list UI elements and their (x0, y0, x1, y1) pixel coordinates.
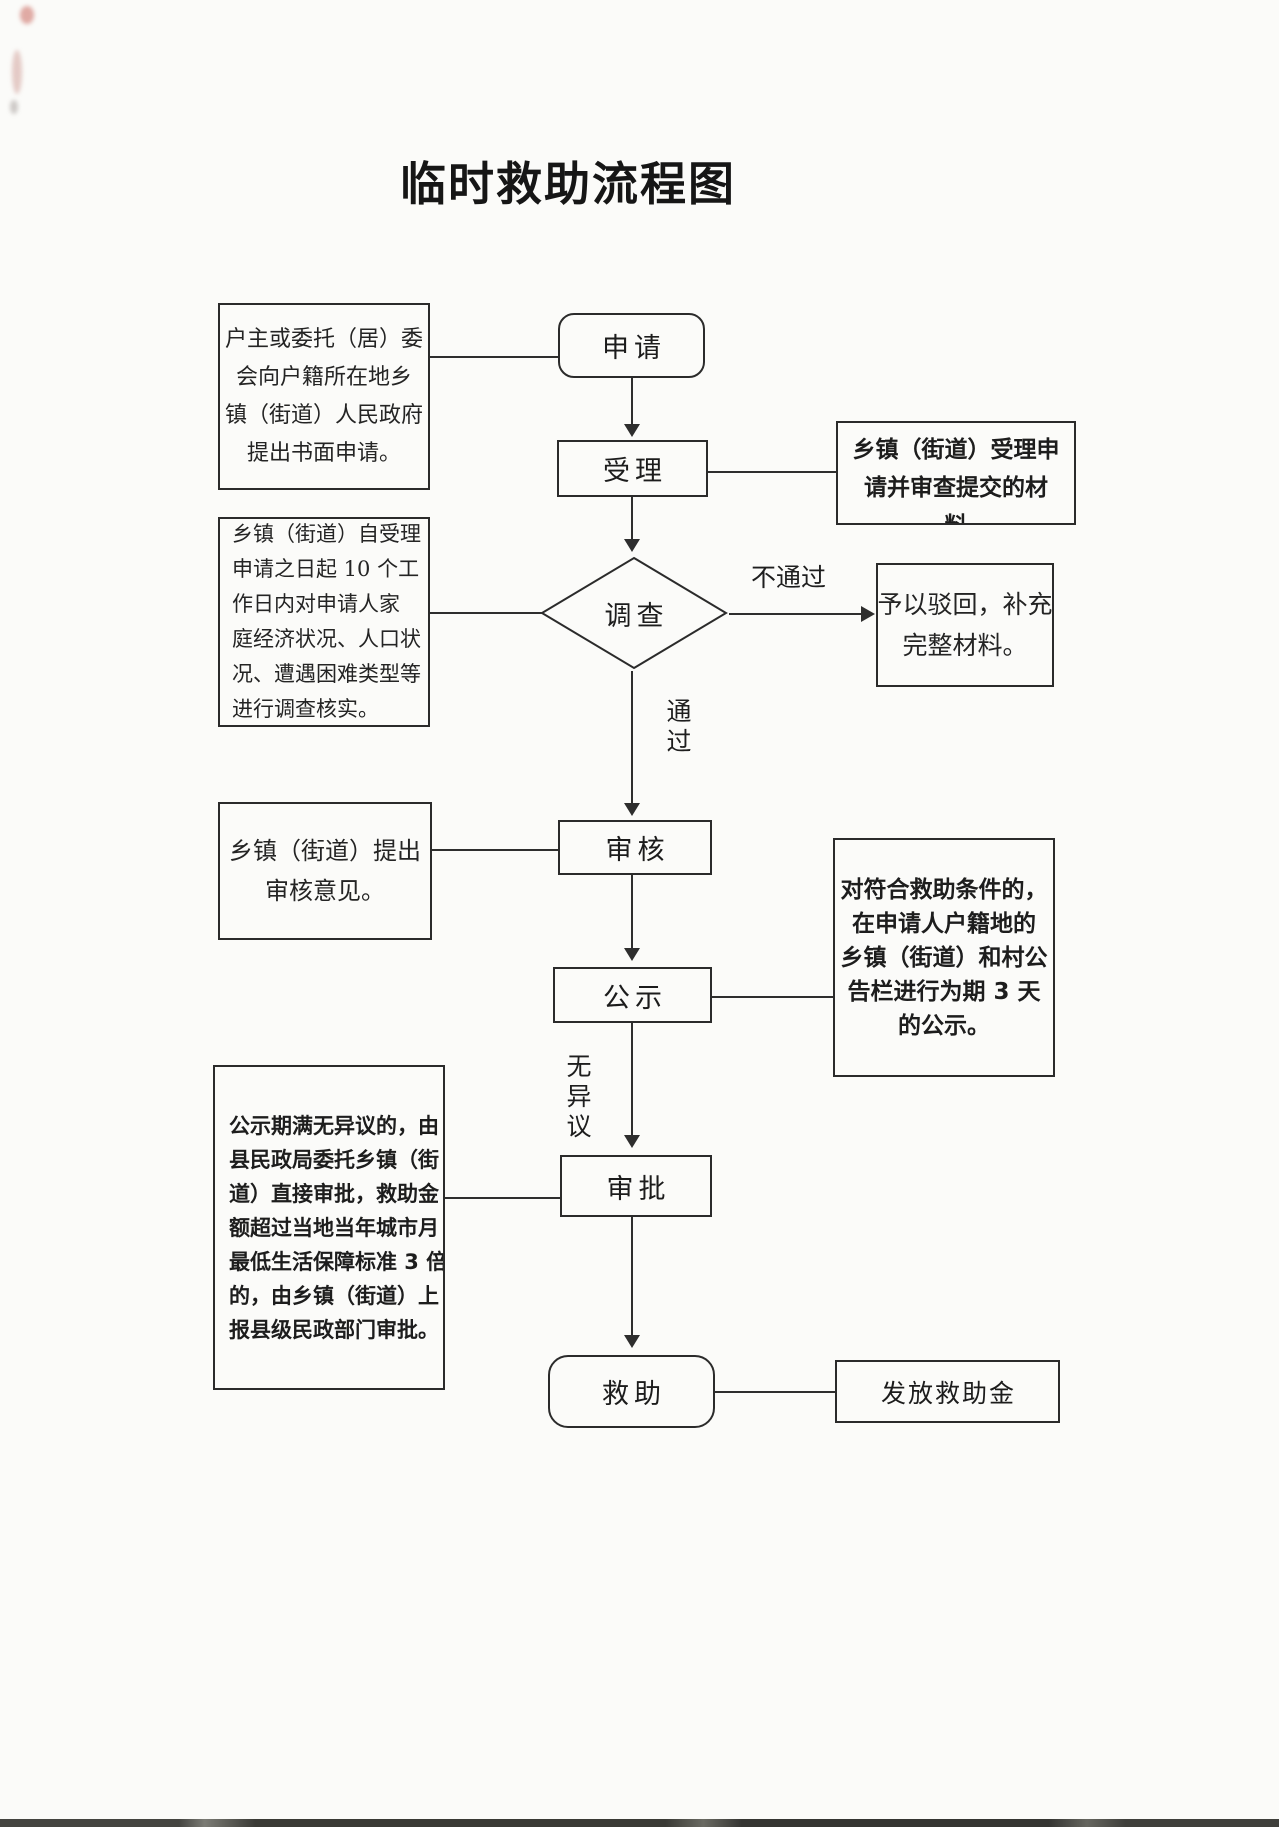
arrow-publicity-approve (631, 1023, 633, 1136)
node-label: 公示 (603, 982, 667, 1014)
node-accept: 受理 (557, 440, 708, 497)
connector-reviewnote-review (432, 849, 558, 851)
edge-label-pass: 通过 (666, 697, 692, 756)
note-line: 审核意见。 (265, 877, 385, 905)
note-line: 请并审查提交的材 (864, 475, 1048, 501)
node-label: 审批 (606, 1173, 671, 1205)
node-apply: 申请 (558, 313, 705, 378)
note-line: 况、遭遇困难类型等 (232, 662, 421, 686)
arrow-accept-investigate (631, 497, 633, 540)
note-line: 乡镇（街道）自受理 (232, 522, 421, 546)
scan-smudge (20, 6, 34, 24)
note-line: 额超过当地当年城市月 (229, 1215, 439, 1240)
connector-applynote-apply (430, 356, 558, 358)
node-label: 受理 (603, 456, 667, 487)
publicity-note-box: 对符合救助条件的， 在申请人户籍地的 乡镇（街道）和村公 告栏进行为期 3 天 … (833, 838, 1055, 1077)
note-line: 作日内对申请人家 (232, 592, 400, 616)
apply-note-box: 户主或委托（居）委 会向户籍所在地乡 镇（街道）人民政府 提出书面申请。 (218, 303, 430, 490)
node-label: 救助 (602, 1379, 666, 1410)
page-title: 临时救助流程图 (400, 157, 736, 211)
arrowhead-down (624, 1335, 640, 1348)
node-label: 调查 (604, 600, 669, 632)
investigate-note-box: 乡镇（街道）自受理 申请之日起 10 个工 作日内对申请人家 庭经济状况、人口状… (218, 517, 430, 727)
arrow-investigate-reject (729, 613, 863, 615)
note-line: 道）直接审批，救助金 (229, 1181, 439, 1206)
connector-accept-acceptnote (708, 471, 836, 473)
note-line: 乡镇（街道）和村公 (840, 944, 1048, 971)
note-line: 报县级民政部门审批。 (229, 1317, 439, 1342)
node-grant: 发放救助金 (835, 1360, 1060, 1423)
note-line: 户主或委托（居）委 (224, 326, 423, 352)
connector-investigatenote-diamond (430, 612, 542, 614)
arrowhead-down (624, 948, 640, 961)
arrowhead-right (861, 606, 875, 622)
arrowhead-down (624, 424, 640, 437)
note-line: 会向户籍所在地乡 (235, 364, 412, 390)
arrowhead-down (624, 803, 640, 816)
arrow-investigate-review (631, 671, 633, 804)
note-line: 最低生活保障标准 3 倍 (229, 1249, 445, 1274)
note-line: 的，由乡镇（街道）上 (229, 1283, 439, 1308)
note-line: 的公示。 (898, 1012, 990, 1039)
arrow-approve-assist (631, 1217, 633, 1336)
note-line: 镇（街道）人民政府 (224, 402, 423, 428)
note-line: 对符合救助条件的， (840, 876, 1048, 903)
note-line: 在申请人户籍地的 (852, 910, 1036, 937)
arrowhead-down (624, 539, 640, 552)
node-approve: 审批 (560, 1155, 712, 1217)
node-investigate: 调查 (539, 555, 729, 671)
note-line: 提出书面申请。 (246, 440, 401, 466)
note-line: 完整材料。 (902, 631, 1028, 660)
note-line: 公示期满无异议的，由 (229, 1113, 439, 1138)
accept-note-box: 乡镇（街道）受理申 请并审查提交的材 料 (836, 421, 1076, 525)
note-line: 乡镇（街道）受理申 (852, 437, 1060, 463)
scan-smudge (12, 50, 22, 94)
connector-approvenote-approve (445, 1197, 560, 1199)
edge-label-no-objection: 无异议 (566, 1052, 592, 1141)
review-note-box: 乡镇（街道）提出 审核意见。 (218, 802, 432, 940)
node-assist: 救助 (548, 1355, 715, 1428)
investigate-diamond-shape (540, 556, 728, 670)
node-review: 审核 (558, 820, 712, 875)
arrowhead-down (624, 1135, 640, 1148)
note-line: 申请之日起 10 个工 (232, 557, 420, 581)
node-label: 申请 (602, 333, 666, 364)
arrow-apply-accept (631, 378, 633, 425)
node-label: 审核 (605, 835, 670, 866)
edge-label-fail: 不通过 (751, 563, 827, 592)
reject-note-box: 予以驳回，补充 完整材料。 (876, 563, 1054, 687)
scan-edge-artifact (0, 1819, 1279, 1827)
node-publicity: 公示 (553, 967, 712, 1023)
note-line: 告栏进行为期 3 天 (847, 978, 1041, 1005)
arrow-review-publicity (631, 875, 633, 949)
note-line: 乡镇（街道）提出 (229, 837, 421, 865)
note-line: 进行调查核实。 (232, 697, 379, 721)
node-label: 发放救助金 (880, 1378, 1016, 1408)
note-line: 县民政局委托乡镇（街 (229, 1147, 439, 1172)
note-line: 料 (945, 507, 968, 523)
note-line: 庭经济状况、人口状 (232, 627, 421, 651)
connector-publicity-publicitynote (712, 996, 833, 998)
approve-note-box: 公示期满无异议的，由 县民政局委托乡镇（街 道）直接审批，救助金 额超过当地当年… (213, 1065, 445, 1390)
connector-assist-grant (715, 1391, 835, 1393)
scan-smudge (10, 100, 18, 114)
note-line: 予以驳回，补充 (877, 590, 1053, 619)
